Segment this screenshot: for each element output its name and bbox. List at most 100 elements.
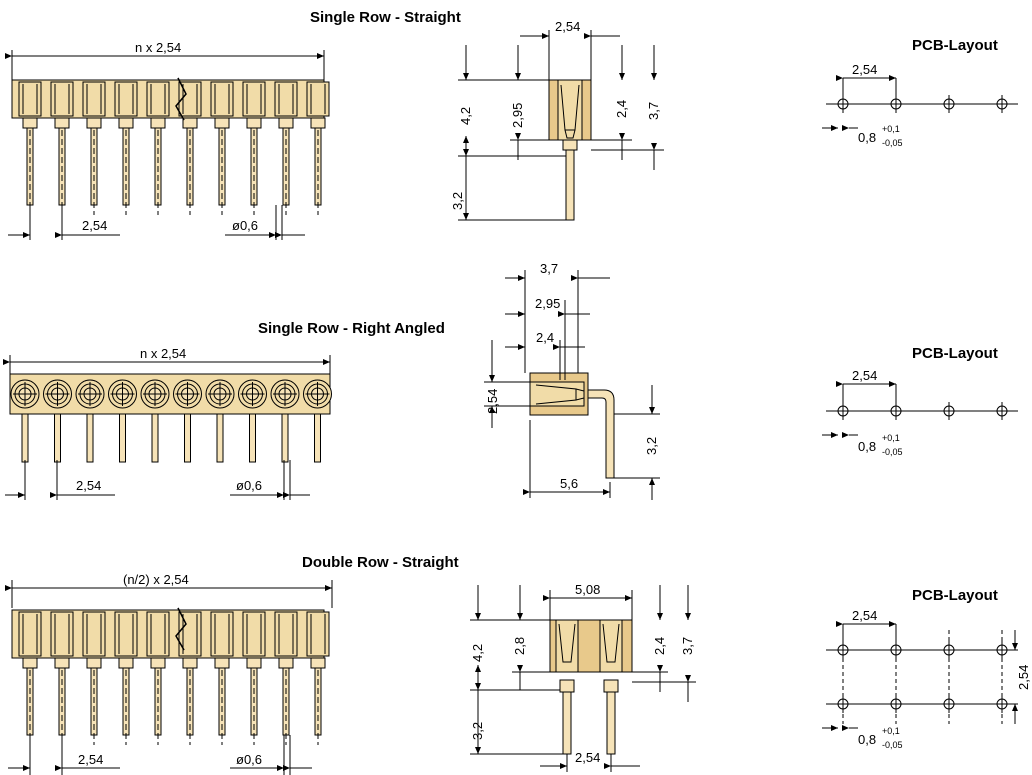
pin-collar xyxy=(278,657,294,669)
pcb-layout-1: PCB-Layout 2,54 0,8 +0,1 -0,05 xyxy=(822,37,1018,148)
side-view-single-straight: 2,54 4,2 2,95 2,4 3,7 3,2 xyxy=(450,19,664,221)
contact-cell xyxy=(178,611,202,657)
pitch-label: n x 2,54 xyxy=(135,40,181,55)
pin xyxy=(216,413,224,463)
pin-collar xyxy=(246,657,262,669)
spacing-label: 2,54 xyxy=(76,478,101,493)
break-line xyxy=(175,77,187,121)
tol-plus: +0,1 xyxy=(882,726,900,736)
pin-offset-label: 5,6 xyxy=(560,476,578,491)
pin xyxy=(151,413,159,463)
pin-collar xyxy=(118,657,134,669)
height-label: 2,54 xyxy=(485,389,500,414)
pin-collar xyxy=(182,657,198,669)
pin-collar xyxy=(150,117,166,129)
dim-c-label: 2,4 xyxy=(536,330,554,345)
pin-collar xyxy=(54,657,70,669)
pin-collar xyxy=(118,117,134,129)
pcb-layout-2: PCB-Layout 2,54 0,8 +0,1 -0,05 xyxy=(822,345,1018,457)
pcb-layout-title: PCB-Layout xyxy=(912,345,998,362)
contact-cell xyxy=(274,81,298,117)
body-height-label: 4,2 xyxy=(458,107,473,125)
contact-cell xyxy=(306,81,330,117)
contact-cell xyxy=(210,611,234,657)
pin xyxy=(249,413,256,463)
pin xyxy=(184,413,191,463)
tol-minus: -0,05 xyxy=(882,138,903,148)
pin-diameter-label: ø0,6 xyxy=(232,218,258,233)
pcb-row-label: 2,54 xyxy=(1016,665,1031,690)
contact-cell xyxy=(50,81,74,117)
pin-length-label: 3,2 xyxy=(450,192,465,210)
pcb-pitch-label: 2,54 xyxy=(852,608,877,623)
front-view-single-right-angled: n x 2,54 2,54 ø0,6 xyxy=(3,346,332,500)
title-single-row-straight: Single Row - Straight xyxy=(310,9,461,26)
pcb-pitch-label: 2,54 xyxy=(852,368,877,383)
pcb-layout-title: PCB-Layout xyxy=(912,587,998,604)
total-label: 3,7 xyxy=(646,102,661,120)
tol-plus: +0,1 xyxy=(882,124,900,134)
contact-cell xyxy=(242,81,266,117)
tol-plus: +0,1 xyxy=(882,433,900,443)
pin-collar xyxy=(22,657,38,669)
pcb-layout-title: PCB-Layout xyxy=(912,37,998,54)
contact-cell xyxy=(18,611,42,657)
pitch-label: (n/2) x 2,54 xyxy=(123,572,189,587)
pin-collar xyxy=(310,117,326,129)
front-view-single-straight: n x 2,54 2,54 ø0,6 xyxy=(5,40,330,240)
inner-label: 2,4 xyxy=(652,637,667,655)
pitch-label: n x 2,54 xyxy=(140,346,186,361)
pin-diameter-label: ø0,6 xyxy=(236,752,262,767)
pin-diameter-label: ø0,6 xyxy=(236,478,262,493)
pin xyxy=(21,413,29,463)
break-line xyxy=(175,607,187,651)
contact-cell xyxy=(146,81,170,117)
contact-cell xyxy=(274,611,298,657)
pin-drop-label: 3,2 xyxy=(644,437,659,455)
inner-label: 2,4 xyxy=(614,100,629,118)
dim-a-label: 3,7 xyxy=(540,261,558,276)
side-view-single-right-angled: 3,7 2,95 2,4 2,54 3,2 5,6 xyxy=(484,261,660,500)
contact-cell xyxy=(50,611,74,657)
contact-cell xyxy=(306,611,330,657)
pin-collar xyxy=(182,117,198,129)
row-spacing-label: 2,54 xyxy=(575,750,600,765)
pin xyxy=(119,413,126,463)
side-width-label: 5,08 xyxy=(575,582,600,597)
pin-collar xyxy=(54,117,70,129)
pcb-pitch-label: 2,54 xyxy=(852,62,877,77)
pin-collar xyxy=(214,657,230,669)
contact-cell xyxy=(82,611,106,657)
contact-label: 2,8 xyxy=(512,637,527,655)
pcb-hole-label: 0,8 xyxy=(858,439,876,454)
pcb-hole-label: 0,8 xyxy=(858,130,876,145)
spacing-label: 2,54 xyxy=(82,218,107,233)
pin xyxy=(54,413,61,463)
contact-cell xyxy=(146,611,170,657)
tol-minus: -0,05 xyxy=(882,740,903,750)
contact-cell xyxy=(18,81,42,117)
side-view-double-straight: 5,08 4,2 2,8 2,4 3,7 3,2 2,54 xyxy=(470,582,696,772)
tol-minus: -0,05 xyxy=(882,447,903,457)
pin-collar xyxy=(246,117,262,129)
pin-collar xyxy=(214,117,230,129)
side-width-label: 2,54 xyxy=(555,19,580,34)
pin-collar xyxy=(278,117,294,129)
pin-collar xyxy=(150,657,166,669)
pin xyxy=(314,413,321,463)
contact-cell xyxy=(242,611,266,657)
pcb-layout-3: PCB-Layout 2,54 2,54 0,8 +0,1 -0,05 xyxy=(822,587,1031,750)
pin-collar xyxy=(310,657,326,669)
contact-cell xyxy=(114,81,138,117)
pcb-hole-label: 0,8 xyxy=(858,732,876,747)
dim-b-label: 2,95 xyxy=(535,296,560,311)
contact-label: 2,95 xyxy=(510,103,525,128)
spacing-label: 2,54 xyxy=(78,752,103,767)
pin xyxy=(86,413,94,463)
contact-cell xyxy=(82,81,106,117)
pin xyxy=(281,413,289,463)
pin-collar xyxy=(86,117,102,129)
pin-length-label: 3,2 xyxy=(470,722,485,740)
title-single-row-right-angled: Single Row - Right Angled xyxy=(258,320,445,337)
